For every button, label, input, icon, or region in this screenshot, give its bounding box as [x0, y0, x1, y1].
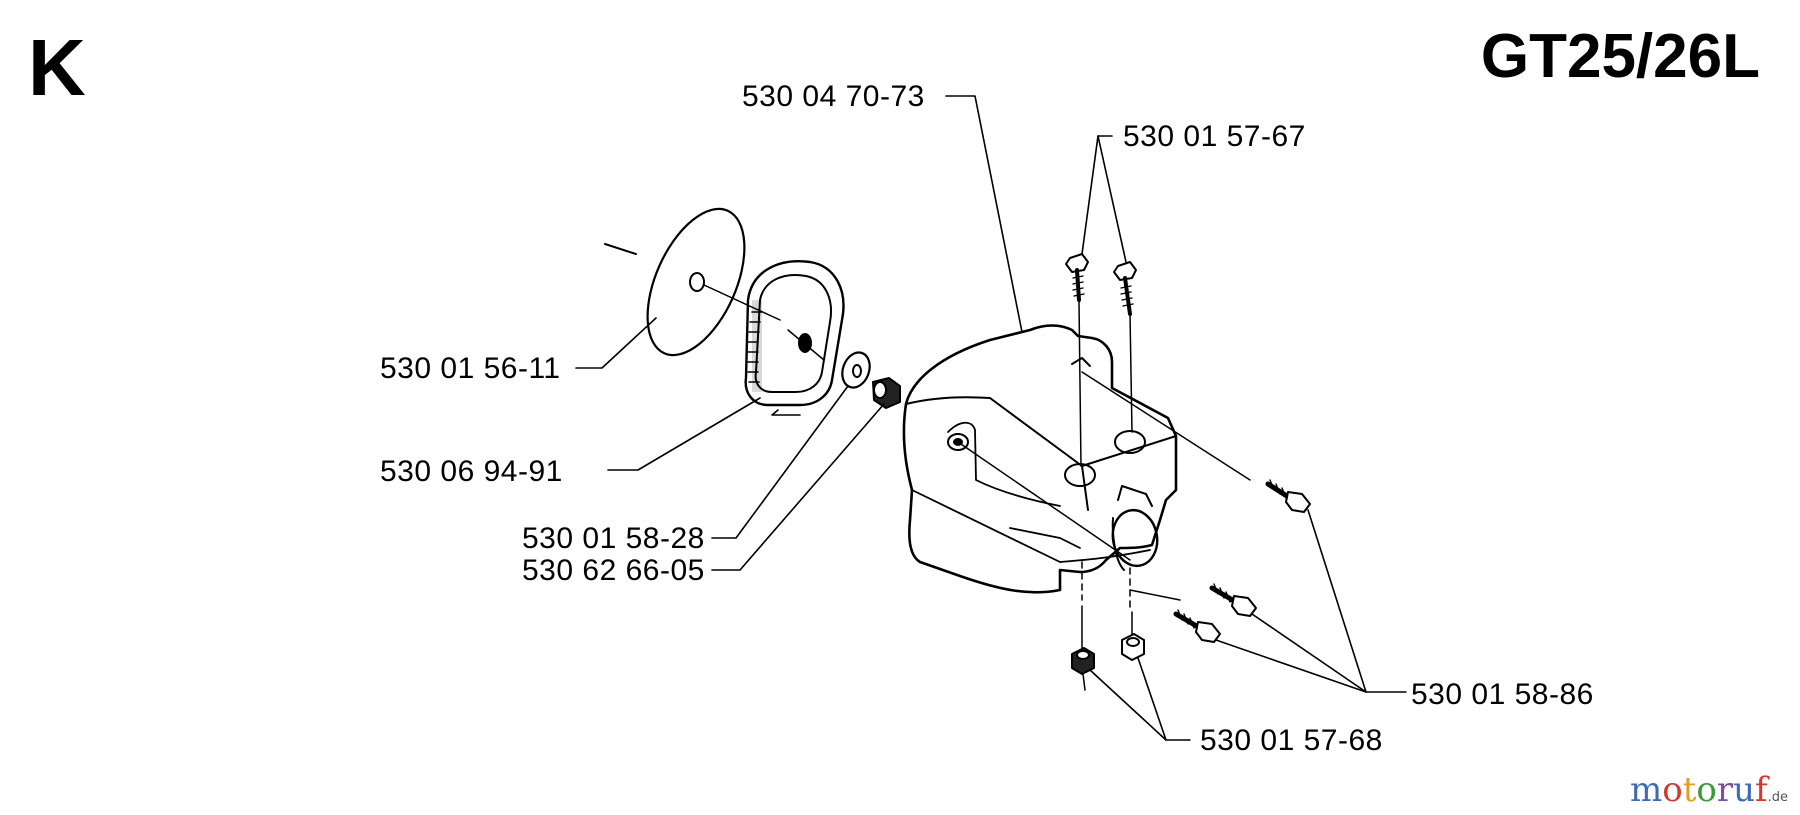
model-title: GT25/26L	[1480, 22, 1760, 91]
part-number-cover-screws: 530 01 57-67	[1123, 120, 1306, 153]
guard-part	[744, 260, 845, 416]
part-number-guard: 530 06 94-91	[380, 455, 563, 488]
cover-part	[902, 324, 1251, 609]
leader-lines	[575, 95, 1407, 741]
cover-screws-part	[1065, 253, 1137, 467]
part-number-bottom-nuts: 530 01 57-68	[1200, 724, 1383, 757]
washer-part	[841, 351, 871, 389]
part-number-cover: 530 04 70-73	[742, 80, 925, 113]
bolts-part	[1173, 479, 1311, 643]
part-number-washer: 530 01 58-28	[522, 522, 705, 555]
watermark-logo: motoruf.de	[1629, 770, 1788, 810]
section-letter: K	[28, 23, 86, 112]
part-number-nut: 530 62 66-05	[522, 554, 705, 587]
nut-part	[872, 377, 901, 409]
bottom-nuts-part	[1071, 605, 1145, 691]
watermark-tld: .de	[1767, 790, 1788, 805]
disc-part	[604, 207, 781, 357]
part-number-bolts: 530 01 58-86	[1411, 678, 1594, 711]
part-number-disc: 530 01 56-11	[380, 352, 561, 385]
